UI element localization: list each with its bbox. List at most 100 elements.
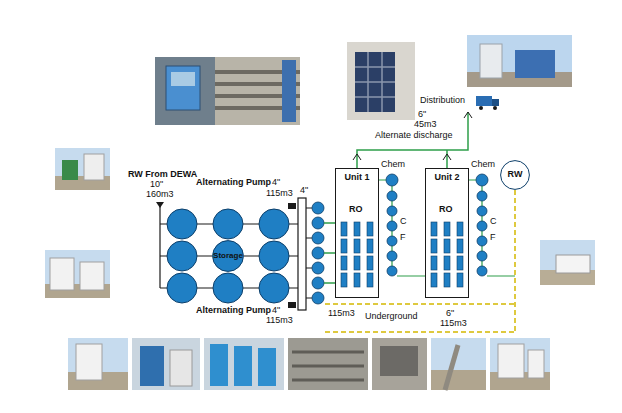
filter-vessel (312, 217, 324, 229)
ro-membrane (457, 222, 463, 236)
storage-tank (167, 241, 197, 271)
photo-ground (155, 57, 215, 125)
cartridge-filter (387, 221, 397, 231)
feed-pipe (324, 223, 335, 283)
storage-tank (259, 273, 289, 303)
tank (62, 160, 78, 180)
node-text: Unit 2 (434, 173, 459, 183)
tank (76, 344, 102, 380)
inlet-arrow (156, 202, 164, 208)
photo-ground (288, 338, 368, 390)
storage-tank (167, 209, 197, 239)
annotation-label: 115m3 (328, 309, 355, 319)
photo-sky (68, 338, 128, 390)
site-photo (68, 338, 128, 390)
pipe-rack (292, 352, 364, 380)
node-text: Unit 1 (344, 173, 369, 183)
annotation-label: RW From DEWA (128, 170, 197, 180)
pipe (445, 345, 458, 390)
inlet-pipe (159, 206, 160, 288)
annotation-label: Alternate discharge (375, 131, 453, 141)
node-text: Storage (213, 252, 243, 261)
filter-vessel (312, 232, 324, 244)
ro-membrane (367, 273, 373, 287)
equipment (282, 60, 296, 122)
filter-vessel (312, 247, 324, 259)
circle-shape (213, 241, 244, 272)
site-photo (372, 338, 427, 390)
pump-symbol (288, 302, 296, 308)
ro-membrane (341, 222, 347, 236)
photo-ground (347, 42, 415, 120)
tank (140, 346, 164, 386)
storage-tank (213, 273, 243, 303)
cartridge-filter (477, 251, 487, 261)
storage-tank (259, 241, 289, 271)
cartridge-filter (477, 266, 487, 276)
ro-membrane (457, 273, 463, 287)
site-photo (45, 250, 110, 298)
annotation-label: 115m3 (266, 316, 293, 326)
truck-cab (492, 99, 499, 106)
ro-membrane (457, 239, 463, 253)
photo-sky (490, 338, 550, 390)
annotation-label: Underground (365, 312, 418, 322)
cartridge-filter (387, 266, 397, 276)
chem-tank (476, 174, 488, 186)
ro-membrane (341, 256, 347, 270)
filter-vessel (312, 202, 324, 214)
ro-membrane (444, 222, 450, 236)
storage-tank (259, 209, 289, 239)
annotation-label: Alternating Pump (196, 178, 271, 188)
pump-symbol (288, 203, 296, 209)
ro-membrane (354, 222, 360, 236)
photo-sky (55, 148, 110, 190)
annotation-label: Alternating Pump (196, 306, 271, 316)
annotation-label: F (490, 233, 496, 243)
tank (80, 262, 104, 290)
photo-sky (45, 250, 110, 298)
tank (498, 344, 524, 378)
tank (480, 44, 502, 78)
annotation-label: C (490, 217, 497, 227)
unit-box: Unit 1 (335, 168, 379, 298)
ro-membrane (457, 256, 463, 270)
ro-membrane (367, 256, 373, 270)
ro-membrane (341, 239, 347, 253)
filter-vessel (312, 277, 324, 289)
annotation-label: Distribution (420, 96, 465, 106)
ro-membrane (367, 222, 373, 236)
annotation-label: Chem (471, 160, 495, 170)
annotation-label: RO (349, 205, 363, 215)
cartridge-filter (477, 221, 487, 231)
site-photo (540, 240, 595, 285)
photo-sky (540, 240, 595, 285)
tank (170, 350, 192, 386)
discharge-pipe (357, 112, 468, 168)
ro-membrane (354, 273, 360, 287)
annotation-label: 45m3 (414, 120, 437, 130)
filter-vessel (312, 262, 324, 274)
cartridge-filter (387, 191, 397, 201)
annotation-label: 6" (418, 110, 426, 120)
annotation-label: Chem (381, 160, 405, 170)
ro-membrane (431, 239, 437, 253)
ro-membrane (367, 239, 373, 253)
storage-tank (213, 209, 243, 239)
site-photo (431, 338, 486, 390)
cartridge-filter (387, 236, 397, 246)
annotation-label: RO (439, 205, 453, 215)
manifold (298, 198, 306, 310)
tank (234, 346, 252, 386)
rack-grid (355, 52, 395, 112)
photo-sky (431, 338, 486, 390)
cartridge-filter (387, 251, 397, 261)
filter-column (312, 202, 324, 304)
annotation-label: 4" (272, 178, 280, 188)
photo-ground (431, 370, 486, 390)
ro-membrane (354, 239, 360, 253)
manifold-pipe (306, 208, 312, 298)
